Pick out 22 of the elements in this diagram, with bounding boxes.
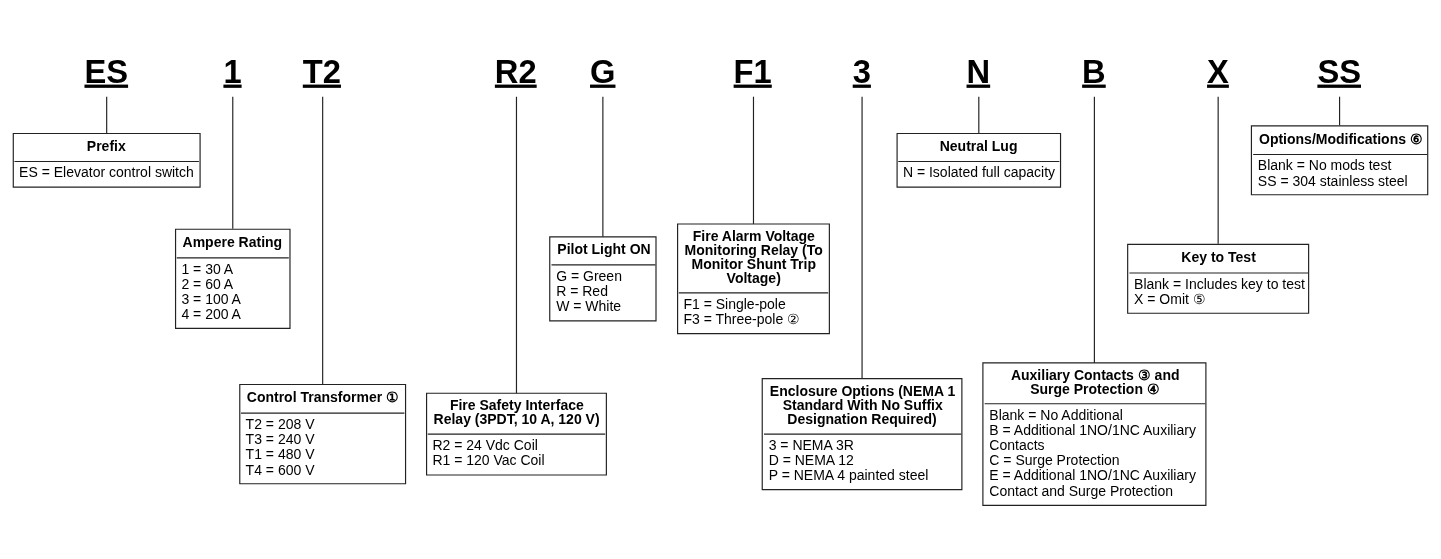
connector <box>515 95 518 394</box>
node-text: 3 <box>852 52 871 90</box>
connector <box>861 95 863 379</box>
connector <box>752 95 755 225</box>
connector <box>106 95 108 134</box>
node-text: R2 <box>494 52 537 90</box>
connector <box>1093 95 1095 363</box>
node-text: 1 <box>223 52 242 90</box>
node-text: F1 <box>733 52 772 90</box>
node-text: X <box>1207 52 1229 90</box>
connector <box>602 95 604 237</box>
node-text: N <box>966 52 991 90</box>
connector <box>1339 95 1341 126</box>
connector <box>232 95 234 229</box>
node-text: ES <box>84 52 129 90</box>
node-text: G <box>590 52 616 90</box>
connector <box>322 95 324 384</box>
connector <box>978 95 980 134</box>
connector <box>1217 95 1219 244</box>
node-text: SS <box>1317 52 1361 90</box>
node-text: T2 <box>302 52 341 90</box>
node-text: B <box>1082 52 1106 90</box>
